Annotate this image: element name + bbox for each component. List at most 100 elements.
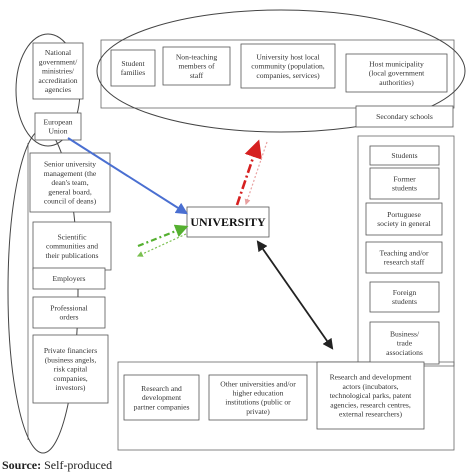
employers-label-line: Employers (53, 274, 86, 283)
rd-partners-box (123, 374, 200, 421)
non-teaching-staff-box (162, 46, 231, 86)
european-union-label-line: European (43, 118, 72, 127)
portuguese-society-label-line: society in general (377, 219, 431, 228)
former-students-label-line: students (392, 184, 417, 193)
rd-partners-label-line: development (142, 393, 182, 402)
secondary-schools-label-line: Secondary schools (376, 112, 433, 121)
host-municipality-label-line: (local government (369, 69, 425, 78)
rd-partners-label-line: Research and (141, 384, 182, 393)
private-financiers-label-line: risk capital (54, 365, 88, 374)
senior-management-label-line: council of deans) (44, 197, 97, 206)
other-universities-label-line: higher education (233, 389, 284, 398)
stakeholder-diagram: Nationalgovernment/ministries/accreditat… (7, 9, 466, 454)
business-associations-label-line: associations (386, 348, 423, 357)
private-financiers-label-line: investors) (56, 383, 86, 392)
former-students-label-line: Former (393, 175, 416, 184)
host-municipality-box (345, 53, 448, 93)
university-node (186, 206, 270, 238)
other-universities-label-line: institutions (public or (225, 398, 291, 407)
non-teaching-staff-label-line: Non-teaching (176, 52, 218, 61)
scientific-communities-box (32, 221, 112, 271)
employers-box (32, 267, 106, 290)
teaching-research-staff-label-line: research staff (384, 258, 425, 267)
national-government-label-line: agencies (45, 85, 71, 94)
national-government-label-line: ministries/ (42, 67, 75, 76)
secondary-schools-node: Secondary schools (355, 105, 454, 128)
portuguese-society-label-line: Portuguese (387, 210, 421, 219)
students-node: Students (369, 145, 440, 166)
national-government-label-line: National (45, 48, 71, 57)
local-community-box (240, 43, 336, 89)
professional-orders-box (32, 296, 106, 329)
student-families-box (110, 49, 156, 87)
other-universities-box (208, 374, 308, 421)
top-ellipse (96, 9, 466, 133)
green-arrow (137, 224, 189, 248)
pink-arrow (244, 141, 268, 206)
local-community-label-line: community (population, (251, 62, 324, 71)
rd-actors-label-line: technological parks, patent (330, 391, 412, 400)
senior-management-label-line: Senior university (44, 160, 96, 169)
national-government-label-line: accreditation (38, 76, 77, 85)
private-financiers-node: Private financiers(business angels,risk … (32, 334, 109, 404)
local-community-label-line: University host local (256, 52, 319, 61)
european-union-box (34, 112, 82, 141)
scientific-communities-label-line: communities and (46, 242, 98, 251)
teaching-research-staff-label-line: Teaching and/or (379, 249, 428, 258)
employers-node: Employers (32, 267, 106, 290)
senior-management-label-line: dean's team, (51, 178, 88, 187)
other-universities-label-line: private) (246, 407, 270, 416)
secondary-schools-box (355, 105, 454, 128)
green-dotted-arrow (136, 233, 187, 257)
business-associations-label-line: Business/ (390, 329, 420, 338)
senior-management-label-line: general board, (48, 187, 92, 196)
rd-actors-label-line: actors (incubators, (342, 382, 398, 391)
students-box (369, 145, 440, 166)
business-associations-box (369, 321, 440, 365)
top-stakeholders-box (100, 39, 455, 109)
host-municipality-node: Host municipality(local governmentauthor… (345, 53, 448, 93)
black-arrow (256, 240, 334, 350)
scientific-communities-label-line: Scientific (57, 232, 87, 241)
student-families-label-line: families (121, 68, 146, 77)
source-text: Self-produced (41, 458, 113, 472)
non-teaching-staff-label-line: staff (190, 71, 204, 80)
national-government-label-line: government/ (39, 57, 78, 66)
rd-actors-label-line: agencies, research centres, (330, 400, 411, 409)
national-government-node: Nationalgovernment/ministries/accreditat… (32, 42, 84, 100)
senior-management-label-line: management (the (44, 169, 97, 178)
portuguese-society-box (365, 202, 443, 236)
scientific-communities-label-line: their publications (46, 251, 99, 260)
host-municipality-label-line: Host municipality (369, 59, 424, 68)
red-arrow (235, 139, 262, 206)
students-label-line: Students (391, 151, 417, 160)
foreign-students-box (369, 281, 440, 313)
private-financiers-label-line: companies, (53, 374, 87, 383)
other-universities-label-line: Other universities and/or (220, 379, 296, 388)
university-label: UNIVERSITY (190, 215, 266, 229)
senior-management-box (29, 152, 111, 213)
professional-orders-label-line: Professional (50, 304, 88, 313)
teaching-research-staff-box (365, 241, 443, 274)
host-municipality-label-line: authorities) (379, 78, 414, 87)
private-financiers-label-line: (business angels, (45, 355, 97, 364)
local-community-label-line: companies, services) (256, 71, 320, 80)
rd-actors-label-line: Research and development (330, 373, 413, 382)
foreign-students-label-line: students (392, 297, 417, 306)
blue-arrow (67, 137, 189, 215)
european-union-label-line: Union (49, 127, 68, 136)
left-frame-spacer (24, 143, 28, 440)
foreign-students-label-line: Foreign (393, 288, 417, 297)
private-financiers-label-line: Private financiers (44, 346, 97, 355)
